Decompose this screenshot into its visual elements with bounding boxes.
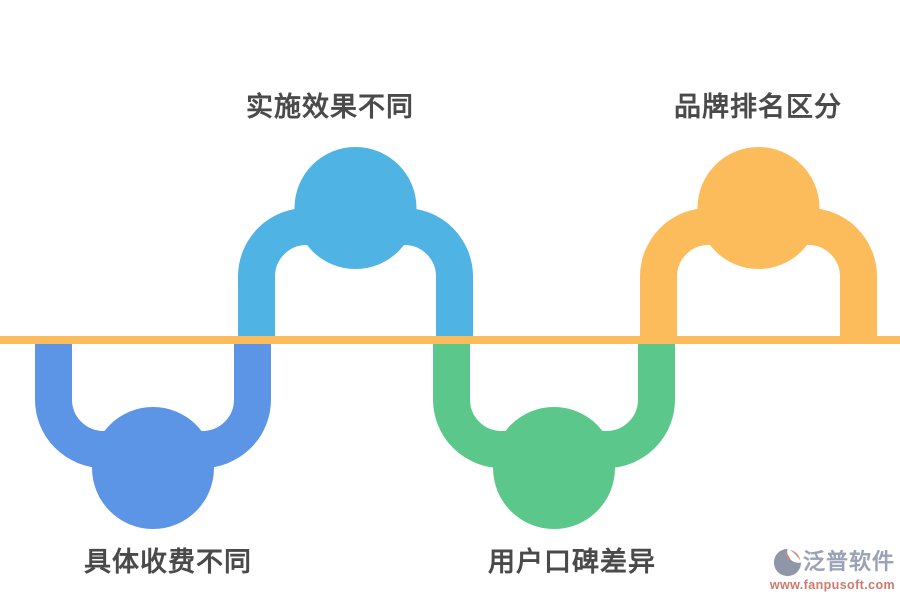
node-label-reputation: 用户口碑差异 — [488, 547, 656, 577]
wave-segment-implementation — [238, 147, 473, 340]
fanpu-logo-icon — [773, 548, 802, 577]
wave-segment-pricing — [35, 340, 271, 529]
logo-leaf-shape — [785, 549, 801, 561]
node-circle-brand — [697, 147, 820, 269]
brand-url: www.fanpusoft.com — [769, 578, 895, 592]
wave-segment-brand — [640, 147, 877, 340]
node-label-implementation: 实施效果不同 — [246, 92, 414, 122]
node-circle-implementation — [294, 147, 417, 269]
logo-crescent-shape — [773, 548, 802, 577]
wave-segment-reputation — [433, 340, 675, 529]
watermark-logo: 泛普软件 www.fanpusoft.com — [770, 548, 895, 592]
baseline — [0, 336, 900, 344]
node-label-brand: 品牌排名区分 — [674, 92, 842, 122]
brand-name: 泛普软件 — [802, 549, 895, 575]
node-circle-pricing — [92, 407, 214, 529]
watermark-brand-row: 泛普软件 — [770, 548, 895, 577]
node-circle-reputation — [493, 407, 615, 529]
node-label-pricing: 具体收费不同 — [84, 547, 252, 577]
